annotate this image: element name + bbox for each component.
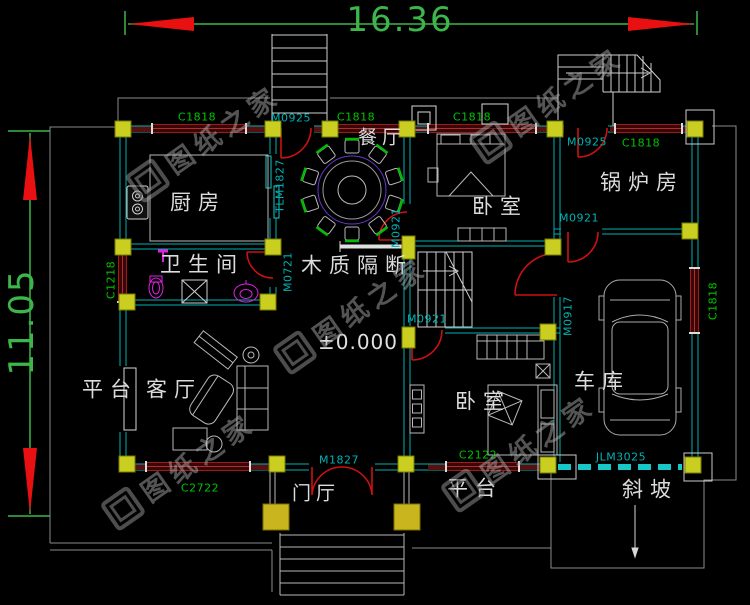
room-label-garage: 车库 [574,369,630,394]
door-m0925-boiler [577,127,608,158]
window-label-c1818-kitchen: C1818 [177,110,217,124]
flue-boxes [411,103,509,131]
window-label-c2722: C2722 [180,481,220,495]
door-m0921-garage [567,231,599,263]
columns [114,120,704,474]
stair-center [417,251,473,328]
window-label-c1818-bedroom: C1818 [452,110,492,124]
dimension-top [124,11,698,35]
label-terrace-bottom: 平台 [447,476,503,501]
door-label-m0921-dining: M0921 [389,208,403,248]
room-label-dining: 餐厅 [357,126,407,149]
dimension-height-label: 11.05 [2,268,42,376]
window-c1818-bedroom [427,123,537,134]
room-label-kitchen: 厨房 [170,190,226,215]
bathroom-fixtures [148,249,259,304]
entry-steps [269,471,410,596]
door-label-m0925-boiler: M0925 [567,135,607,149]
label-partition: 木质隔断 [301,253,413,278]
label-slope: 斜坡 [622,477,678,502]
faucet-icon [158,249,168,262]
dining-table [317,155,387,225]
column-casings [537,109,715,482]
door-label-m0925-dining: M0925 [271,111,311,125]
door-label-m0921-bedroom: M0921 [407,312,447,326]
window-label-c1818-garage: C1818 [706,281,720,321]
living-room-furniture [172,330,269,453]
door-label-tlm1827: TLM1827 [273,159,287,213]
door-label-m0721: M0721 [281,252,295,292]
dimension-top-arrows [128,17,694,31]
door-m1827-double [311,466,373,496]
dimension-width-label: 16.36 [346,0,454,40]
label-terrace-left: 平台 [82,377,138,402]
toilet-icon [148,275,164,299]
window-c2122 [445,461,520,472]
eave-outline [49,97,737,592]
room-label-boiler: 锅炉房 [600,170,684,195]
room-label-bedroom-bottom: 卧室 [455,389,511,414]
window-c1818-boiler [614,123,683,134]
kitchen-stove-icon [126,185,149,220]
shower-icon [181,279,208,304]
door-label-m0917: M0917 [561,296,575,336]
window-c1818-kitchen [151,123,247,134]
elevation-label: ±0.000 [317,330,399,354]
window-label-c1818-boiler: C1818 [621,136,661,150]
room-label-living: 客厅 [146,377,202,402]
window-c2722 [145,461,251,472]
bedroom-bottom-furniture [409,334,558,456]
room-label-bedroom-top: 卧室 [472,194,528,219]
window-c1818-garage [689,267,700,334]
dimension-left-arrows [23,135,37,513]
kitchen-counter [149,154,269,242]
window-label-c2122: C2122 [458,448,498,462]
room-label-foyer: 门厅 [291,482,341,505]
slope-arrow-icon [631,505,639,559]
dining-chairs [300,137,404,243]
door-label-jlm3025: JLM3025 [595,450,647,464]
living-bay-window [123,367,137,431]
bedroom-top-furniture [427,133,507,242]
window-label-c1818-dining: C1818 [336,110,376,124]
sink-icon [233,280,259,303]
porch-columns [262,503,421,531]
door-m0917-garage [514,252,558,296]
door-label-m0921-garage: M0921 [559,211,599,225]
stair-top-entry [271,34,328,126]
door-label-m1827: M1827 [319,453,359,467]
car-icon [598,279,682,436]
window-label-c1218: C1218 [104,260,118,300]
stair-top-right [557,54,661,126]
wood-partition [339,241,407,252]
room-label-bathroom: 卫生间 [160,252,244,277]
